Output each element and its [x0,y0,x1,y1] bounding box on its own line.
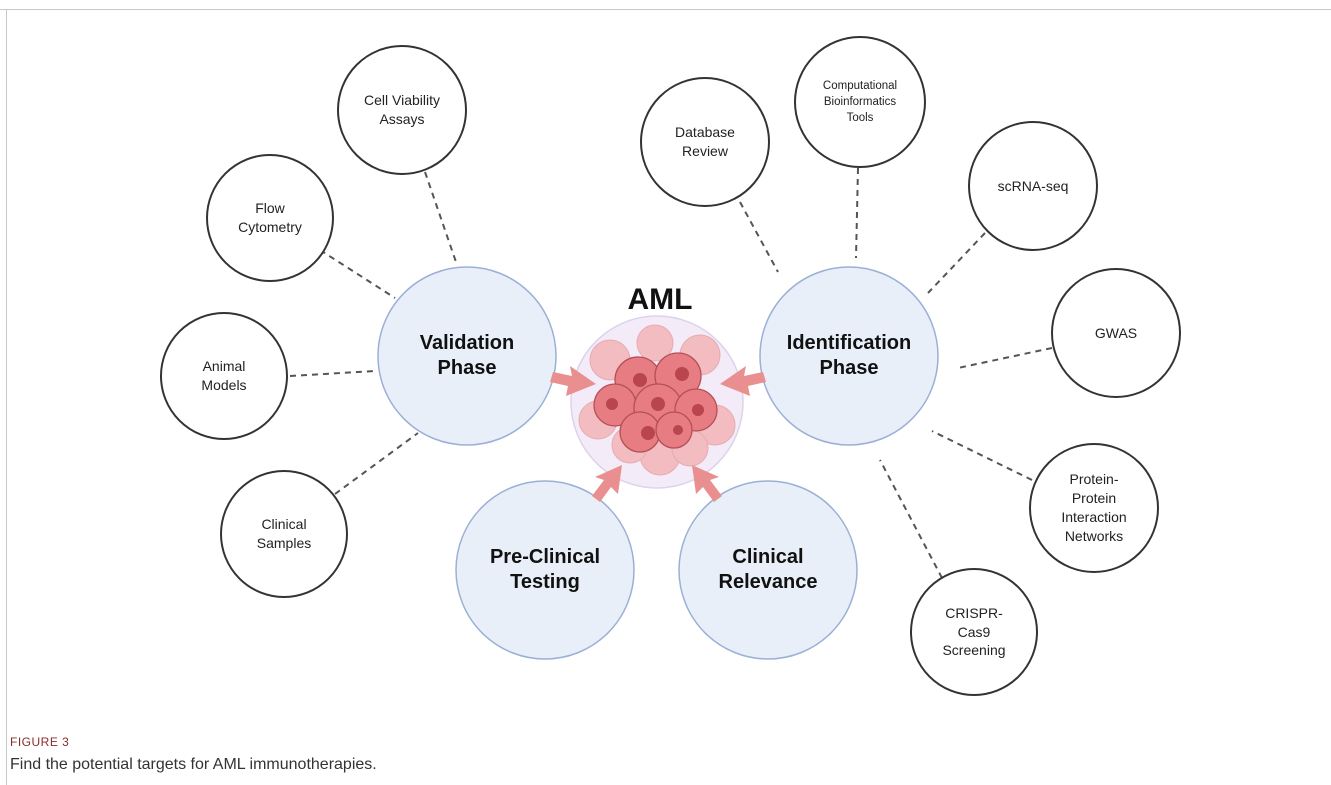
animal-models-label: Animal Models [201,358,247,393]
crispr-label: CRISPR- Cas9 Screening [942,604,1006,659]
flow-cytometry-circle [206,154,334,282]
arrow-identification [720,366,766,396]
connector-cell-viability [424,171,457,263]
connector-gwas [957,347,1053,369]
scrna-seq-circle [968,121,1098,251]
connector-crispr [879,459,943,579]
scrna-seq-label: scRNA-seq [997,177,1069,194]
gwas-label: GWAS [1094,324,1138,341]
connector-bioinformatics [855,167,859,259]
clinical-phase-label: Clinical Relevance [718,546,818,593]
arrow-validation [550,366,596,396]
flow-cytometry-label: Flow Cytometry [238,200,302,235]
clinical-samples-circle [220,470,348,598]
clinical-samples-label: Clinical Samples [256,516,312,551]
database-review-circle [640,77,770,207]
validation-connectors [289,171,457,495]
gwas-circle [1051,268,1181,398]
connector-clinical-samples [334,432,419,495]
phase-circles [377,266,939,660]
arrow-preclinical [592,465,622,502]
connector-database-review [739,201,779,273]
connector-animal-models [289,370,376,377]
preclinical-phase-label: Pre-Clinical Testing [489,546,601,593]
arrow-clinical [692,465,722,502]
cell-viability-label: Cell Viability Assays [364,92,440,127]
bioinformatics-circle [794,36,926,168]
crispr-circle [910,568,1038,696]
identification-phase-label: Identification Phase [786,332,912,379]
frame-left-border [6,9,7,785]
figure-caption: Find the potential targets for AML immun… [10,756,377,773]
connector-flow-cytometry [319,249,396,299]
aml-cell-cluster [570,315,744,489]
ppi-circle [1029,443,1159,573]
frame-top-border [0,9,1331,10]
identification-connectors [739,167,1053,579]
connector-ppi [931,430,1033,481]
validation-phase-circle [377,266,557,446]
preclinical-phase-circle [455,480,635,660]
animal-models-circle [160,312,288,440]
figure-label: FIGURE 3 [10,735,70,749]
bioinformatics-label: Computational Bioinformatics Tools [822,79,898,125]
validation-phase-label: Validation Phase [419,332,515,379]
arrows-to-aml [550,366,766,502]
clinical-phase-circle [678,480,858,660]
cell-viability-circle [337,45,467,175]
ppi-label: Protein- Protein Interaction Networks [1061,471,1127,544]
identification-phase-circle [759,266,939,446]
database-review-label: Database Review [675,124,735,159]
connector-scrna-seq [927,232,986,294]
method-circles [160,36,1181,696]
aml-title: AML [627,283,693,316]
